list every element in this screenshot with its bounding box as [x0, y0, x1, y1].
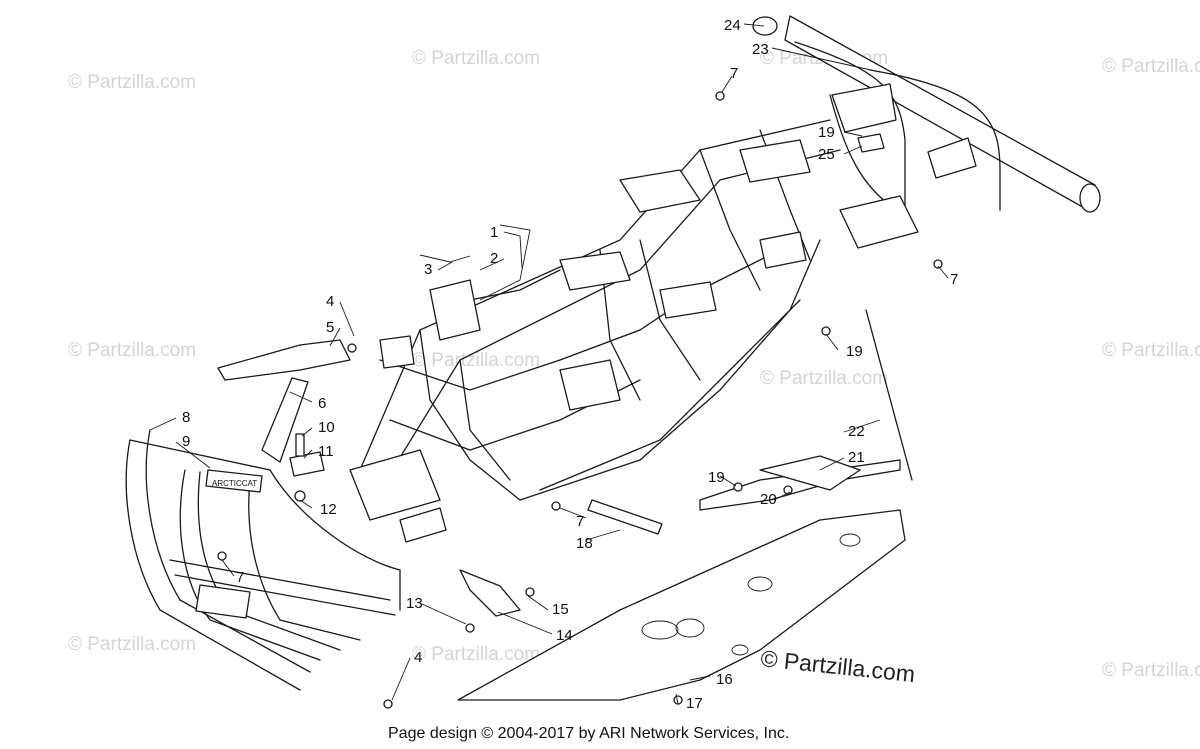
callout-22: 22	[848, 423, 865, 440]
partzilla-brand: © Partzilla.com	[759, 645, 916, 687]
watermark: © Partzilla.com	[1102, 56, 1200, 77]
callout-23: 23	[752, 41, 769, 58]
watermark: © Partzilla.com	[760, 368, 888, 389]
callout-14: 14	[556, 627, 573, 644]
rear-rack	[752, 15, 1101, 249]
callout-9: 9	[182, 433, 190, 450]
callout-7: 7	[576, 513, 584, 530]
callout-6: 6	[318, 395, 326, 412]
watermark: © Partzilla.com	[68, 72, 196, 93]
watermark: © Partzilla.com	[1102, 340, 1200, 361]
front-bumper: ARCTICCAT	[125, 429, 401, 709]
callout-4: 4	[414, 649, 422, 666]
callout-12: 12	[320, 501, 337, 518]
callout-1: 1	[490, 224, 498, 241]
callout-7: 7	[950, 271, 958, 288]
callout-15: 15	[552, 601, 569, 618]
watermark: © Partzilla.com	[412, 644, 540, 665]
callout-layer: 1 2 3 4 5 6 7 8 9 10 11 12 13 14 15 16 1…	[182, 17, 958, 712]
callout-20: 20	[760, 491, 777, 508]
callout-21: 21	[848, 449, 865, 466]
main-frame	[349, 119, 841, 543]
watermark: © Partzilla.com	[68, 634, 196, 655]
side-parts	[459, 91, 943, 633]
callout-3: 3	[424, 261, 432, 278]
callout-17: 17	[686, 695, 703, 712]
callout-19: 19	[708, 469, 725, 486]
callout-16: 16	[716, 671, 733, 688]
callout-13: 13	[406, 595, 423, 612]
skid-plate	[457, 509, 906, 705]
callout-2: 2	[490, 250, 498, 267]
watermark: © Partzilla.com	[412, 48, 540, 69]
callout-24: 24	[724, 17, 741, 34]
callout-7: 7	[236, 569, 244, 586]
page-footer: Page design © 2004-2017 by ARI Network S…	[388, 725, 789, 742]
callout-7: 7	[730, 65, 738, 82]
callout-4: 4	[326, 293, 334, 310]
callout-10: 10	[318, 419, 335, 436]
front-brackets	[217, 339, 357, 502]
watermark-layer: © Partzilla.com © Partzilla.com © Partzi…	[68, 48, 1200, 681]
callout-8: 8	[182, 409, 190, 426]
callout-18: 18	[576, 535, 593, 552]
callout-5: 5	[326, 319, 334, 336]
callout-19: 19	[818, 124, 835, 141]
leader-lines	[149, 23, 949, 705]
watermark: © Partzilla.com	[1102, 660, 1200, 681]
plug-icon	[752, 16, 778, 36]
watermark: © Partzilla.com	[68, 340, 196, 361]
watermark: © Partzilla.com	[412, 350, 540, 371]
callout-11: 11	[318, 443, 334, 460]
frame-plate-label: ARCTICCAT	[212, 479, 257, 488]
callout-25: 25	[818, 146, 835, 163]
callout-19: 19	[846, 343, 863, 360]
